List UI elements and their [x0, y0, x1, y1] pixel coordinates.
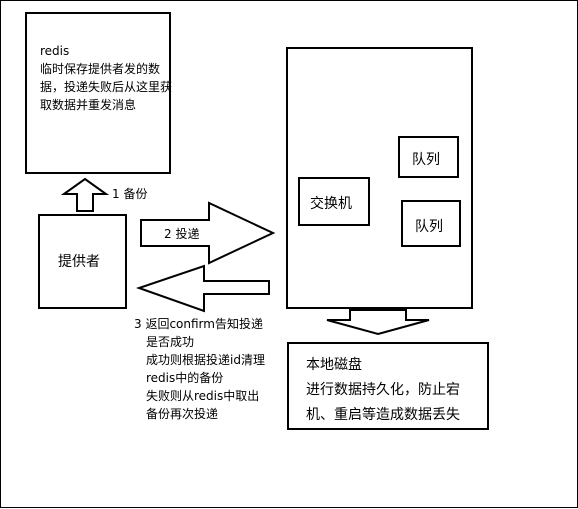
persist-arrow [326, 309, 430, 336]
redis-desc-line-1: 临时保存提供者发的数 [40, 62, 161, 76]
confirm-step-line-4: redis中的备份 [146, 371, 224, 385]
confirm-step-line-5: 失败则从redis中取出 [146, 389, 260, 403]
backup-step-label: 1 备份 [112, 187, 148, 201]
disk-title: 本地磁盘 [306, 357, 362, 373]
queue-box-2 [401, 200, 461, 247]
confirm-step-line-6: 备份再次投递 [146, 407, 219, 421]
deliver-step-label: 2 投递 [164, 227, 200, 241]
exchange-label: 交换机 [310, 196, 352, 212]
provider-box [38, 214, 127, 309]
confirm-step-line-3: 成功则根据投递id清理 [146, 353, 265, 367]
redis-desc-line-2: 据，投递失败后从这里获 [40, 80, 173, 94]
backup-arrow [60, 177, 110, 212]
disk-box [287, 342, 489, 430]
deliver-arrow [140, 201, 276, 265]
redis-box [25, 12, 171, 174]
queue-box-1 [398, 136, 459, 178]
confirm-step-line-2: 是否成功 [146, 335, 195, 349]
disk-desc-line-1: 进行数据持久化，防止宕 [306, 382, 460, 398]
provider-label: 提供者 [58, 254, 100, 270]
redis-title: redis [40, 44, 70, 58]
redis-desc-line-3: 取数据并重发消息 [40, 98, 137, 112]
confirm-step-line-1: 3 返回confirm告知投递 [134, 317, 263, 331]
queue-label-1: 队列 [412, 152, 440, 168]
disk-desc-line-2: 机、重启等造成数据丢失 [306, 407, 460, 423]
exchange-box [298, 177, 370, 226]
queue-label-2: 队列 [415, 219, 443, 235]
confirm-arrow [135, 264, 270, 313]
